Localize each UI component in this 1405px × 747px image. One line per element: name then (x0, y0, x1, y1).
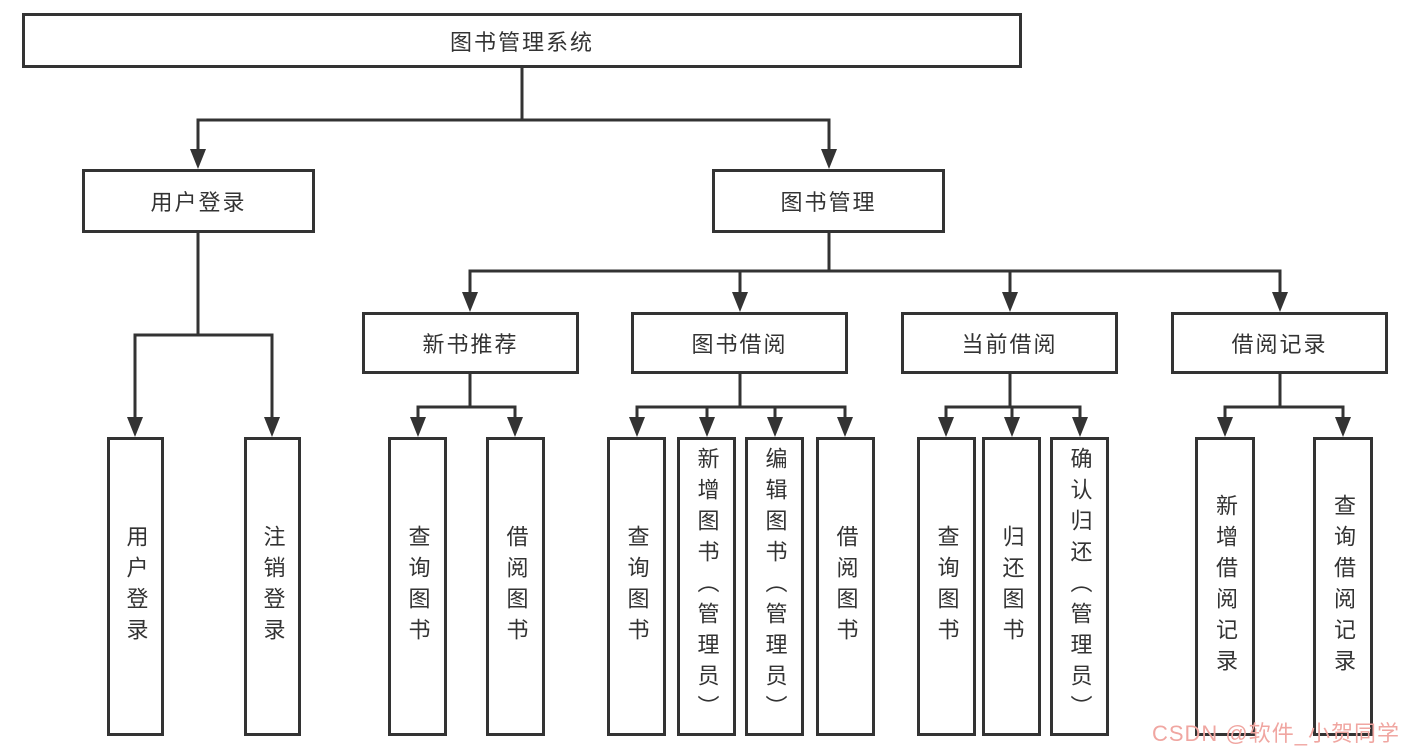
connector-borrowing-group (629, 374, 853, 437)
node-label: 新增图书（管理员） (694, 447, 720, 726)
leaf-newbook-query-books: 查询图书 (388, 437, 447, 736)
node-label: 图书管理 (780, 190, 877, 215)
node-label: 查询图书 (624, 524, 650, 649)
node-new-book-recommend: 新书推荐 (362, 312, 579, 374)
node-book-borrowing: 图书借阅 (631, 312, 848, 374)
node-label: 归还图书 (999, 524, 1025, 649)
connector-current-group (938, 374, 1088, 437)
node-current-borrowing: 当前借阅 (901, 312, 1118, 374)
node-label: 查询图书 (405, 524, 431, 649)
leaf-records-query-record: 查询借阅记录 (1313, 437, 1373, 736)
leaf-borrowing-borrow-books: 借阅图书 (816, 437, 875, 736)
csdn-watermark: CSDN @软件_小贺同学 (1151, 721, 1400, 746)
node-borrowing-records: 借阅记录 (1171, 312, 1388, 374)
node-library-system: 图书管理系统 (22, 13, 1022, 68)
node-label: 用户登录 (150, 190, 247, 215)
node-label: 注销登录 (260, 524, 286, 649)
connector-newbook-group (410, 374, 523, 437)
leaf-borrowing-add-books-admin: 新增图书（管理员） (677, 437, 736, 736)
leaf-logout: 注销登录 (244, 437, 301, 736)
node-label: 确认归还（管理员） (1067, 447, 1093, 726)
node-label: 新增借阅记录 (1213, 493, 1238, 680)
leaf-user-login: 用户登录 (107, 437, 164, 736)
node-label: 编辑图书（管理员） (762, 447, 788, 726)
node-label: 查询图书 (934, 524, 960, 649)
leaf-current-query-books: 查询图书 (917, 437, 976, 736)
connector-login-branch (127, 233, 280, 437)
connector-records-group (1217, 374, 1351, 437)
node-label: 当前借阅 (961, 332, 1058, 357)
leaf-records-add-record: 新增借阅记录 (1195, 437, 1255, 736)
node-label: 图书管理系统 (449, 29, 594, 55)
node-label: 借阅图书 (833, 524, 859, 649)
leaf-borrowing-edit-books-admin: 编辑图书（管理员） (745, 437, 804, 736)
leaf-newbook-borrow-books: 借阅图书 (486, 437, 545, 736)
connector-root-to-level2 (190, 68, 837, 169)
node-book-management: 图书管理 (712, 169, 945, 233)
leaf-borrowing-query-books: 查询图书 (607, 437, 666, 736)
node-label: 新书推荐 (422, 332, 519, 357)
node-label: 用户登录 (123, 524, 149, 649)
node-user-login: 用户登录 (82, 169, 315, 233)
node-label: 查询借阅记录 (1331, 493, 1356, 680)
leaf-current-confirm-return-admin: 确认归还（管理员） (1050, 437, 1109, 736)
node-label: 借阅记录 (1231, 332, 1328, 357)
leaf-current-return-books: 归还图书 (982, 437, 1041, 736)
node-label: 借阅图书 (503, 524, 529, 649)
node-label: 图书借阅 (691, 332, 788, 357)
connector-management-to-level3 (462, 233, 1288, 312)
